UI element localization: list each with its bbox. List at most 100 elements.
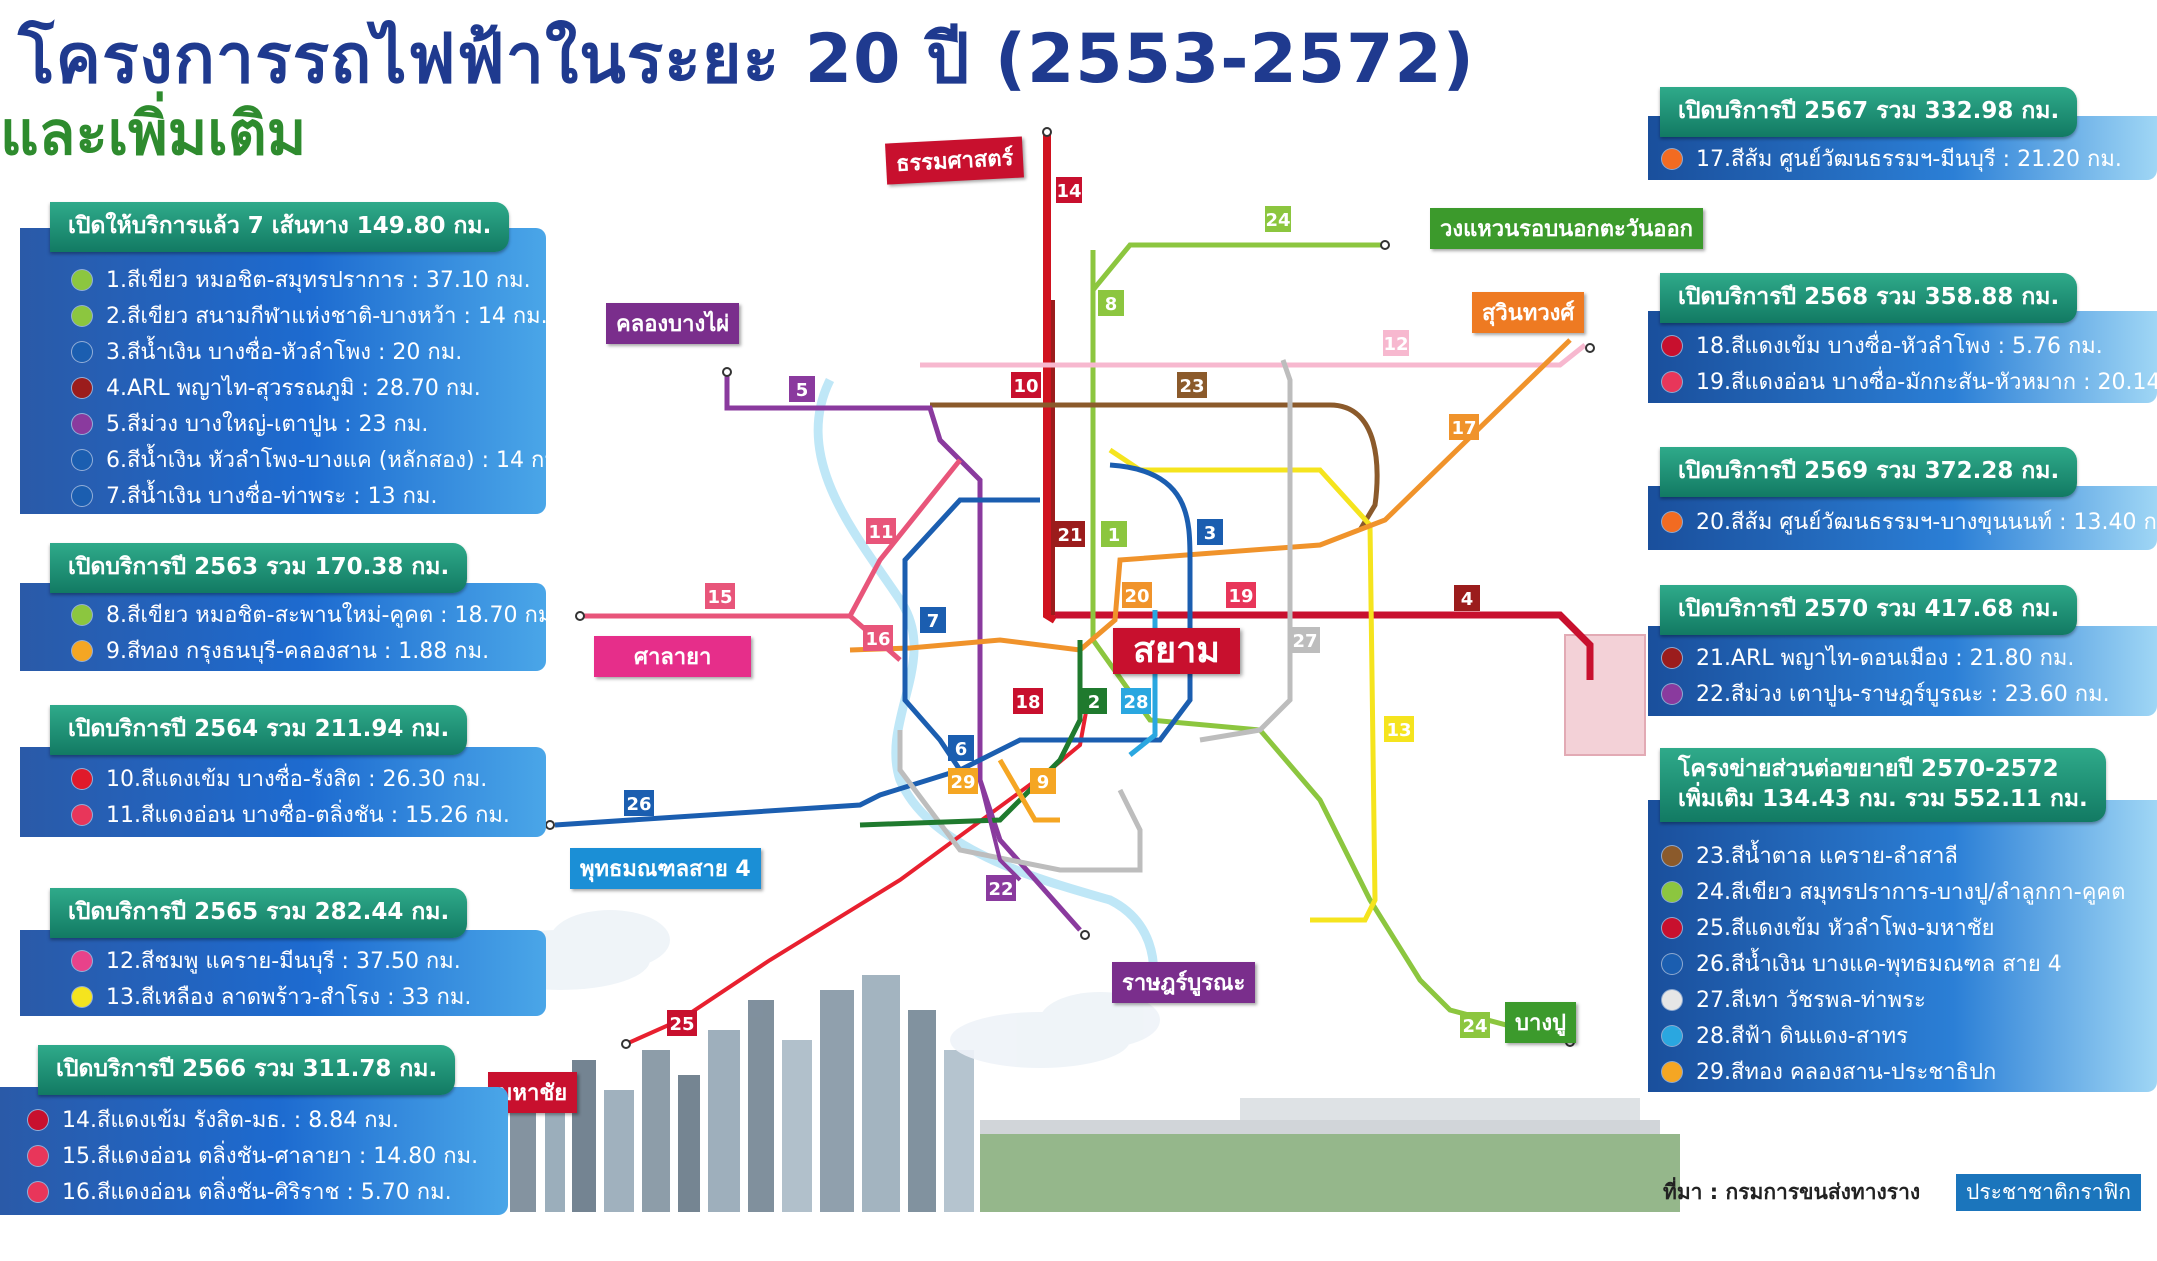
line-marker-18: 18 <box>1013 688 1043 714</box>
line-marker-1: 1 <box>1101 521 1127 547</box>
line-marker-22: 22 <box>986 875 1016 901</box>
legend-item-label: 21.ARL พญาไท-ดอนเมือง : 21.80 กม. <box>1696 646 2075 671</box>
svg-text:9: 9 <box>1037 772 1050 793</box>
line-color-dot-icon <box>72 950 92 971</box>
legend-item: 21.ARL พญาไท-ดอนเมือง : 21.80 กม. <box>1662 640 2074 675</box>
line-color-dot-icon <box>1662 1061 1682 1082</box>
svg-text:18: 18 <box>1015 692 1040 713</box>
panel-2564 <box>20 747 546 837</box>
legend-item: 25.สีแดงเข้ม หัวลำโพง-มหาชัย <box>1662 910 1995 945</box>
svg-text:25: 25 <box>669 1014 694 1035</box>
terminal-salaya <box>575 611 585 621</box>
line-27-grey-south <box>897 730 1143 873</box>
legend-item: 15.สีแดงอ่อน ตลิ่งชัน-ศาลายา : 14.80 กม. <box>28 1138 478 1173</box>
legend-item-label: 29.สีทอง คลองสาน-ประชาธิปก <box>1696 1060 1997 1085</box>
line-1-green <box>1090 250 1571 1045</box>
line-marker-10: 10 <box>1011 372 1041 398</box>
panel-2569-header: เปิดบริการปี 2569 รวม 372.28 กม. <box>1660 447 2078 497</box>
line-marker-16: 16 <box>863 625 893 651</box>
line-color-dot-icon <box>28 1181 48 1202</box>
line-color-dot-icon <box>28 1109 48 1130</box>
line-marker-29: 29 <box>948 768 978 794</box>
panel-extension-header-line2: เพิ่มเติม 134.43 กม. รวม 552.11 กม. <box>1678 786 2088 812</box>
page-title: โครงการรถไฟฟ้าในระยะ 20 ปี (2553-2572) <box>18 20 1475 99</box>
legend-item-label: 25.สีแดงเข้ม หัวลำโพง-มหาชัย <box>1696 916 1995 941</box>
line-marker-17: 17 <box>1449 414 1479 440</box>
line-marker-25: 25 <box>667 1010 697 1036</box>
station-rat-burana: ราษฎร์บูรณะ <box>1112 962 1256 1003</box>
line-29-gold <box>997 758 1060 823</box>
line-color-dot-icon <box>1662 917 1682 938</box>
legend-item: 5.สีม่วง บางใหญ่-เตาปูน : 23 กม. <box>72 406 428 441</box>
station-thammasat: ธรรมศาสตร์ <box>885 136 1025 185</box>
svg-text:17: 17 <box>1451 418 1476 439</box>
legend-item-label: 16.สีแดงอ่อน ตลิ่งชัน-ศิริราช : 5.70 กม. <box>62 1180 452 1205</box>
station-bang-pu: บางปู <box>1505 1002 1577 1043</box>
svg-text:12: 12 <box>1383 334 1408 355</box>
svg-text:10: 10 <box>1013 376 1038 397</box>
legend-item: 1.สีเขียว หมอชิต-สมุทรปราการ : 37.10 กม. <box>72 262 531 297</box>
line-color-dot-icon <box>1662 647 1682 668</box>
legend-item: 26.สีน้ำเงิน บางแค-พุทธมณฑล สาย 4 <box>1662 946 2062 981</box>
legend-item: 14.สีแดงเข้ม รังสิต-มธ. : 8.84 กม. <box>28 1102 399 1137</box>
line-marker-14: 14 <box>1056 177 1082 203</box>
legend-item: 17.สีส้ม ศูนย์วัฒนธรรมฯ-มีนบุรี : 21.20 … <box>1662 141 2122 176</box>
line-10-red <box>1043 132 1058 624</box>
line-marker-24a: 24 <box>1265 206 1291 232</box>
line-marker-15: 15 <box>705 583 735 609</box>
svg-text:3: 3 <box>1204 523 1217 544</box>
panel-2565 <box>20 930 546 1016</box>
line-color-dot-icon <box>72 305 92 326</box>
legend-item-label: 1.สีเขียว หมอชิต-สมุทรปราการ : 37.10 กม. <box>106 268 531 293</box>
panel-2568 <box>1648 311 2157 403</box>
terminal-phutthamonthon <box>545 820 555 830</box>
line-color-dot-icon <box>1662 335 1682 356</box>
line-2-dark-green <box>859 640 1083 828</box>
line-color-dot-icon <box>1662 1025 1682 1046</box>
line-color-dot-icon <box>1662 683 1682 704</box>
legend-item-label: 9.สีทอง กรุงธนบุรี-คลองสาน : 1.88 กม. <box>106 639 490 664</box>
line-color-dot-icon <box>1662 989 1682 1010</box>
line-color-dot-icon <box>1662 511 1682 532</box>
legend-item-label: 27.สีเทา วัชรพล-ท่าพระ <box>1696 988 1926 1013</box>
legend-item-label: 11.สีแดงอ่อน บางซื่อ-ตลิ่งชัน : 15.26 กม… <box>106 803 510 828</box>
svg-text:29: 29 <box>950 772 975 793</box>
line-color-dot-icon <box>28 1145 48 1166</box>
panel-opened <box>20 228 546 514</box>
line-marker-3: 3 <box>1197 519 1223 545</box>
legend-item: 29.สีทอง คลองสาน-ประชาธิปก <box>1662 1054 1996 1089</box>
line-color-dot-icon <box>72 449 92 470</box>
line-marker-8: 8 <box>1098 290 1124 316</box>
legend-item-label: 4.ARL พญาไท-สุวรรณภูมิ : 28.70 กม. <box>106 376 481 401</box>
station-ring-east: วงแหวนรอบนอกตะวันออก <box>1430 208 1703 249</box>
legend-item: 19.สีแดงอ่อน บางซื่อ-มักกะสัน-หัวหมาก : … <box>1662 364 2157 399</box>
svg-text:24: 24 <box>1462 1016 1487 1037</box>
line-23-brown <box>930 402 1380 532</box>
panel-opened-header: เปิดให้บริการแล้ว 7 เส้นทาง 149.80 กม. <box>50 202 510 252</box>
line-marker-23: 23 <box>1177 372 1207 398</box>
legend-item-label: 12.สีชมพู แคราย-มีนบุรี : 37.50 กม. <box>106 949 461 974</box>
line-27-grey <box>1199 359 1293 743</box>
legend-item-label: 19.สีแดงอ่อน บางซื่อ-มักกะสัน-หัวหมาก : … <box>1696 370 2157 395</box>
svg-text:5: 5 <box>796 380 809 401</box>
legend-item: 11.สีแดงอ่อน บางซื่อ-ตลิ่งชัน : 15.26 กม… <box>72 797 510 832</box>
station-siam: สยาม <box>1113 628 1241 674</box>
legend-item: 6.สีน้ำเงิน หัวลำโพง-บางแค (หลักสอง) : 1… <box>72 442 566 477</box>
panel-2570 <box>1648 626 2157 716</box>
line-color-dot-icon <box>72 604 92 625</box>
legend-item-label: 18.สีแดงเข้ม บางซื่อ-หัวลำโพง : 5.76 กม. <box>1696 334 2103 359</box>
legend-item-label: 5.สีม่วง บางใหญ่-เตาปูน : 23 กม. <box>106 412 429 437</box>
line-marker-20: 20 <box>1122 582 1152 608</box>
line-color-dot-icon <box>72 269 92 290</box>
legend-item-label: 23.สีน้ำตาล แคราย-ลำสาลี <box>1696 844 1958 869</box>
panel-2563-header: เปิดบริการปี 2563 รวม 170.38 กม. <box>50 543 468 593</box>
legend-item: 16.สีแดงอ่อน ตลิ่งชัน-ศิริราช : 5.70 กม. <box>28 1174 452 1209</box>
legend-item-label: 26.สีน้ำเงิน บางแค-พุทธมณฑล สาย 4 <box>1696 952 2062 977</box>
line-marker-13: 13 <box>1384 716 1414 742</box>
legend-item: 27.สีเทา วัชรพล-ท่าพระ <box>1662 982 1926 1017</box>
station-suwinthawong: สุวินทวงศ์ <box>1472 292 1585 333</box>
legend-item-label: 28.สีฟ้า ดินแดง-สาทร <box>1696 1024 1908 1049</box>
line-marker-28: 28 <box>1121 688 1151 714</box>
legend-item-label: 14.สีแดงเข้ม รังสิต-มธ. : 8.84 กม. <box>62 1108 400 1133</box>
